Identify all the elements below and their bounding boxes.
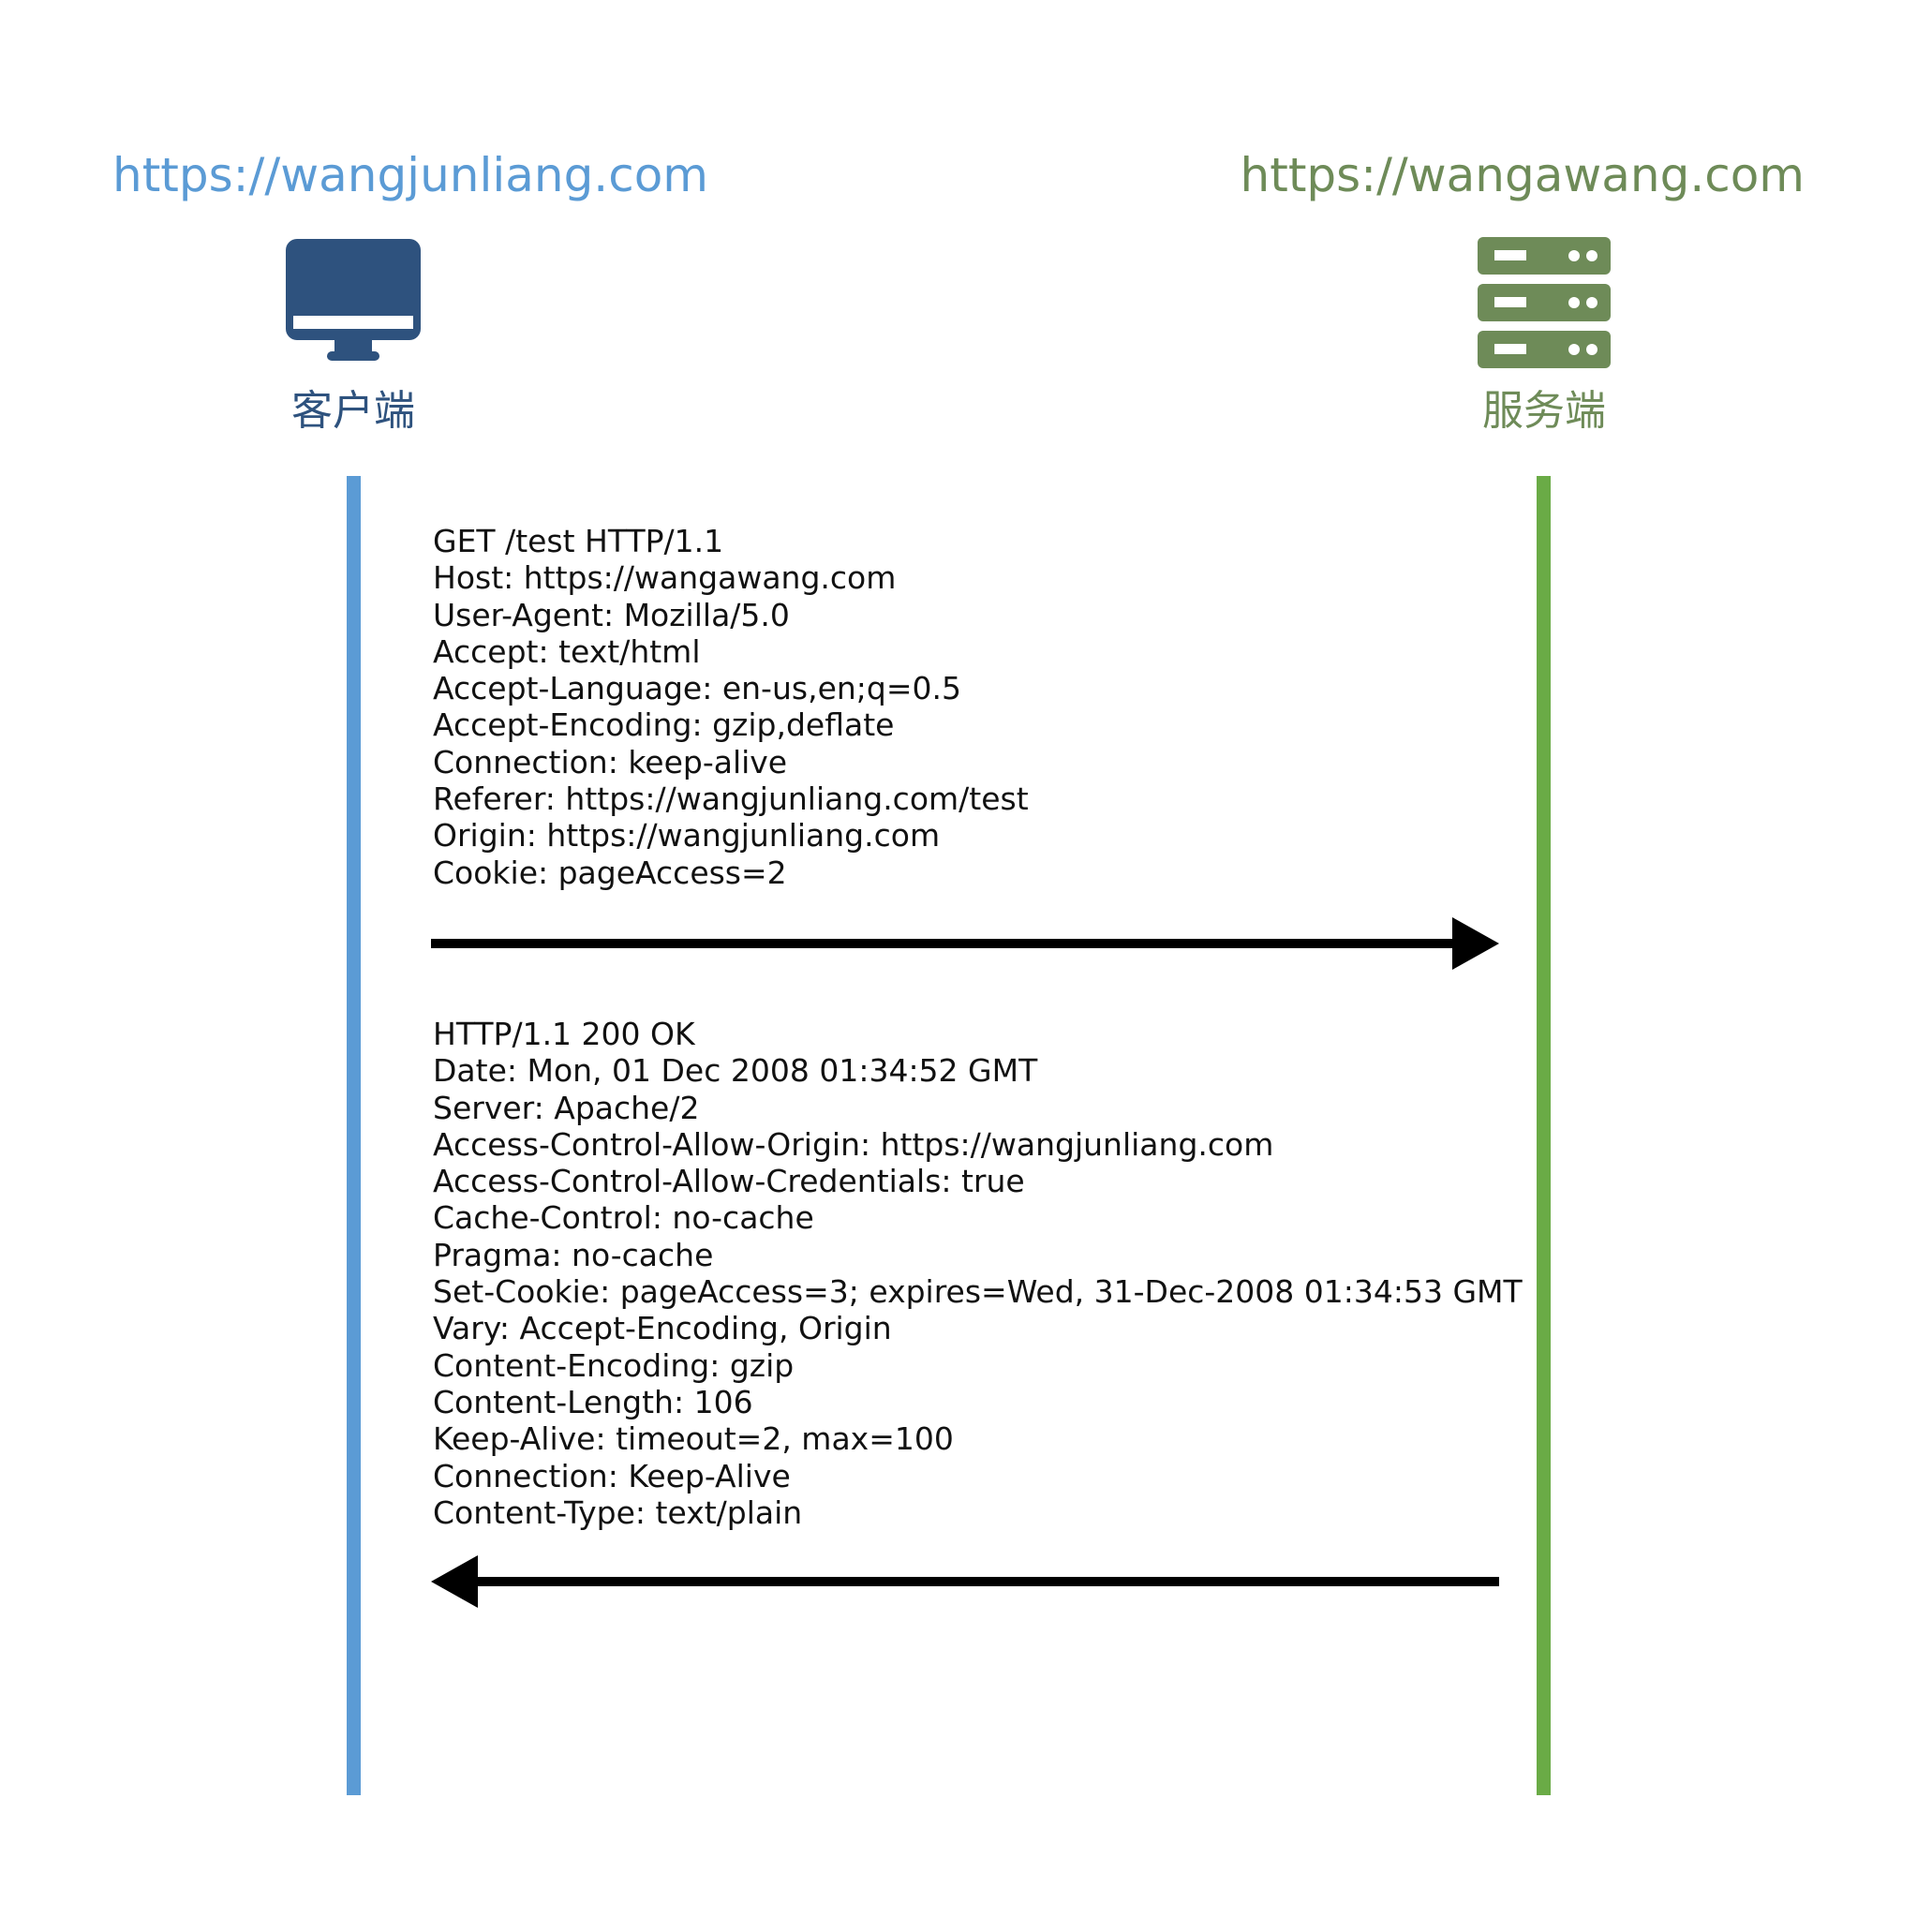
response-header-line: Access-Control-Allow-Credentials: true: [433, 1163, 1025, 1200]
client-origin-label: https://wangjunliang.com: [112, 148, 708, 202]
response-header-line: Content-Type: text/plain: [433, 1494, 803, 1531]
response-header-line: Content-Encoding: gzip: [433, 1346, 795, 1384]
request-header-line: Origin: https://wangjunliang.com: [433, 817, 941, 855]
response-header-line: Set-Cookie: pageAccess=3; expires=Wed, 3…: [433, 1273, 1523, 1311]
response-header-line: Server: Apache/2: [433, 1089, 700, 1126]
client-lifeline: [347, 476, 361, 1795]
server-origin-label: https://wangawang.com: [1240, 148, 1805, 202]
response-header-line: HTTP/1.1 200 OK: [433, 1016, 695, 1052]
request-header-line: Cookie: pageAccess=2: [433, 854, 787, 891]
request-header-line: Accept-Language: en-us,en;q=0.5: [433, 670, 961, 707]
response-header-line: Access-Control-Allow-Origin: https://wan…: [433, 1125, 1274, 1163]
server-rack-icon: [1478, 237, 1611, 368]
request-header-line: Referer: https://wangjunliang.com/test: [433, 780, 1029, 818]
response-header-line: Connection: Keep-Alive: [433, 1457, 791, 1494]
response-arrow: [431, 1555, 1499, 1608]
request-header-line: Connection: keep-alive: [433, 743, 788, 780]
request-header-line: User-Agent: Mozilla/5.0: [433, 596, 790, 633]
desktop-monitor-icon: [286, 239, 421, 361]
request-header-line: Accept: text/html: [433, 632, 701, 670]
request-header-line: Accept-Encoding: gzip,deflate: [433, 706, 895, 744]
response-header-line: Pragma: no-cache: [433, 1236, 714, 1273]
response-header-line: Content-Length: 106: [433, 1383, 753, 1420]
response-header-line: Cache-Control: no-cache: [433, 1199, 814, 1237]
response-header-line: Date: Mon, 01 Dec 2008 01:34:52 GMT: [433, 1052, 1038, 1090]
client-role-label: 客户端: [291, 387, 415, 435]
request-header-line: GET /test HTTP/1.1: [433, 523, 724, 559]
server-role-label: 服务端: [1482, 387, 1606, 435]
request-header-line: Host: https://wangawang.com: [433, 559, 897, 597]
response-header-line: Vary: Accept-Encoding, Origin: [433, 1310, 892, 1347]
request-arrow: [431, 917, 1499, 970]
server-lifeline: [1537, 476, 1551, 1795]
response-header-line: Keep-Alive: timeout=2, max=100: [433, 1420, 954, 1458]
